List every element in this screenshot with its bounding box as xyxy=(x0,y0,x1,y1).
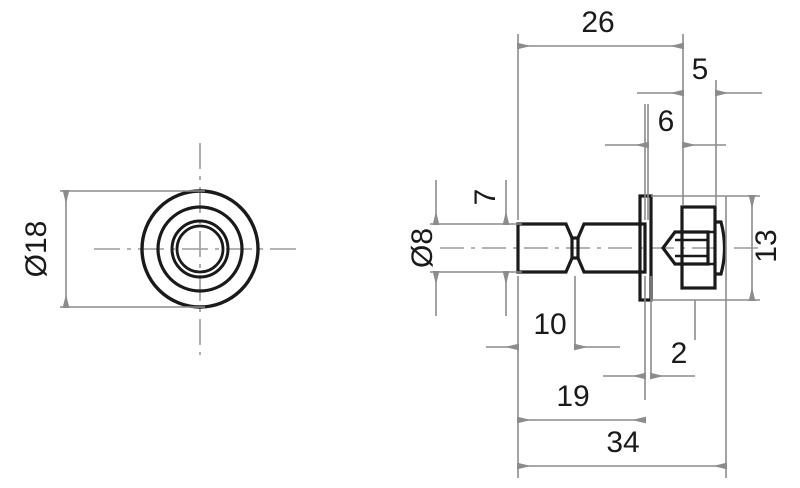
dimension-six xyxy=(605,104,726,220)
dimension-dia18 xyxy=(60,190,205,308)
dimension-label-thirtyfour: 34 xyxy=(606,426,639,459)
shaft-outer-circle xyxy=(170,219,230,279)
side-view-extension-lines xyxy=(517,34,760,478)
dimension-label-ten: 10 xyxy=(533,308,566,341)
dimension-label-twentysix: 26 xyxy=(581,6,614,39)
dimension-label-dia18: Ø18 xyxy=(20,221,53,278)
dimension-label-thirteen: 13 xyxy=(750,229,783,262)
dimension-label-five: 5 xyxy=(692,53,709,86)
dimension-label-nineteen: 19 xyxy=(556,380,589,413)
dimension-label-dia8: Ø8 xyxy=(406,228,439,268)
front-view-group: Ø18 xyxy=(20,143,300,355)
washer-circle xyxy=(156,205,244,293)
dimension-label-seven: 7 xyxy=(469,189,502,206)
dimension-label-six: 6 xyxy=(658,105,675,138)
dimension-label-two: 2 xyxy=(671,337,688,370)
side-view-group: Ø8 7 xyxy=(406,6,783,478)
threaded-stud-point xyxy=(661,230,710,266)
front-view-centerlines xyxy=(94,143,300,355)
bore-circle xyxy=(175,224,225,274)
rounded-cap xyxy=(715,220,727,276)
